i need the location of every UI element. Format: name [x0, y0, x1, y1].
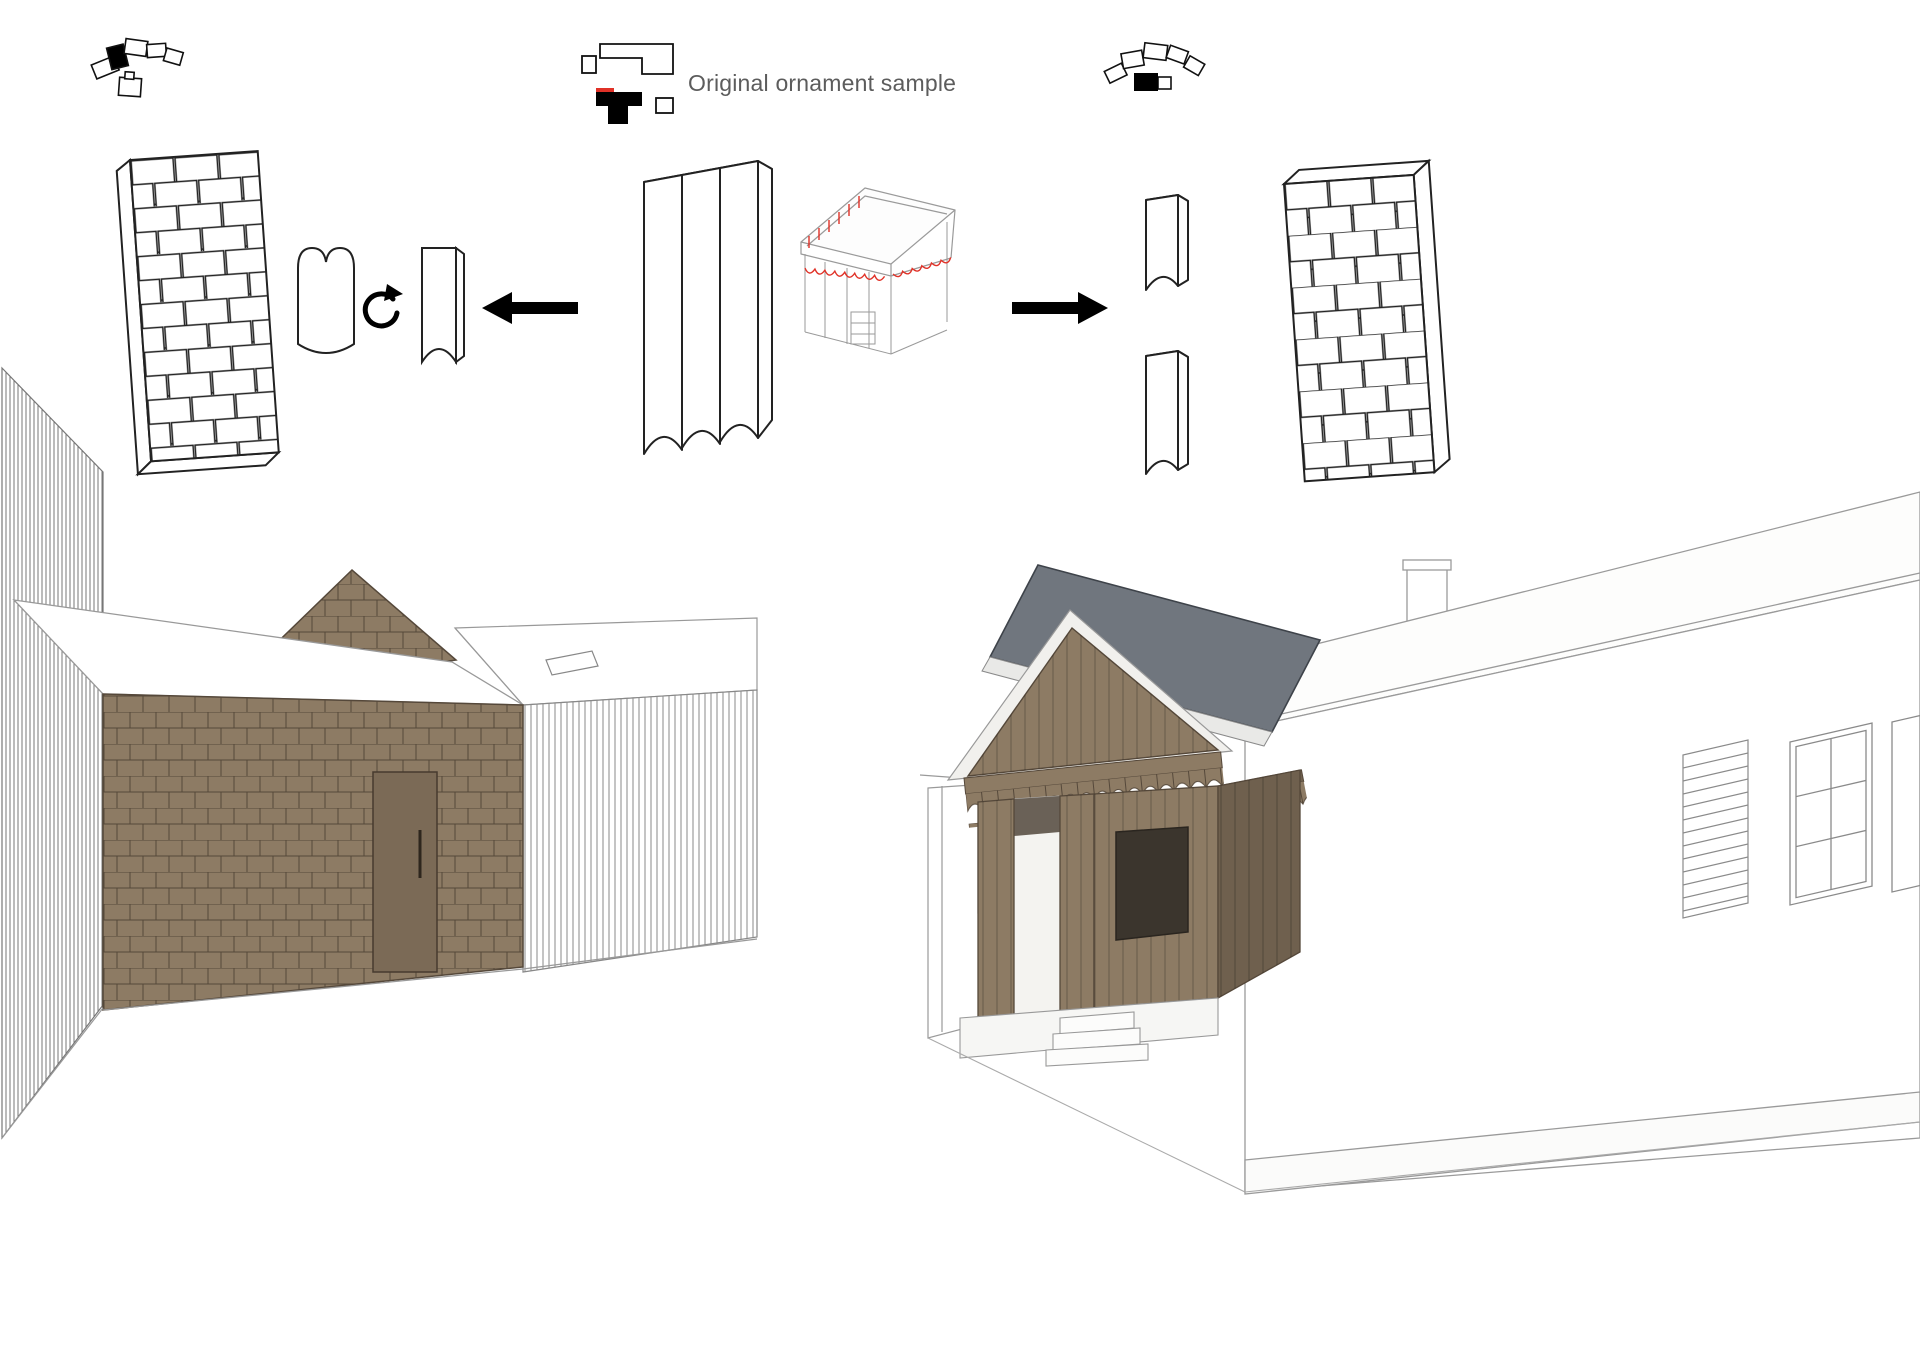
main-house: [1244, 491, 1920, 1195]
pane-window: [1789, 722, 1873, 906]
site-plan-icon-right: [1103, 41, 1206, 91]
porch-window: [1115, 826, 1189, 941]
red-accent-mark: [596, 88, 614, 92]
ornament-plan-shapes: [581, 43, 674, 124]
scallop-facade: [102, 693, 524, 1011]
right-wing: [453, 617, 758, 973]
striped-wall-left: [1, 366, 104, 1140]
original-house-sketch: [800, 187, 956, 355]
arrow-right-icon: [1012, 292, 1108, 324]
ground-line: [1, 938, 758, 1139]
arch-panel-assembled: [1281, 158, 1451, 483]
louver-shutter-window: [1682, 739, 1749, 919]
modern-building-scene: [1, 366, 758, 1140]
red-ornament-highlight: [804, 196, 952, 282]
porch-steps: [1045, 1011, 1149, 1067]
plank-group-center: [643, 160, 773, 455]
black-ornament-footprint: [596, 92, 642, 124]
highlighted-building: [1134, 73, 1158, 91]
arch-plank-single: [421, 246, 465, 366]
rotate-ccw-icon: [362, 284, 403, 329]
scallop-panel-assembled: [115, 150, 282, 477]
porch: [946, 564, 1322, 1067]
entrance-door: [372, 771, 438, 973]
porch-gable: [966, 626, 1220, 777]
traditional-house-scene: [920, 491, 1920, 1195]
site-plan-icon-left: [90, 37, 185, 98]
plank-pair-right: [1145, 194, 1189, 475]
edge-window: [1891, 714, 1920, 893]
porch-side-wall: [1093, 769, 1301, 1009]
ground-line-right: [927, 1037, 1920, 1193]
single-ornament-piece: [297, 246, 355, 354]
original-ornament-label: Original ornament sample: [688, 70, 957, 96]
arrow-left-icon: [482, 292, 578, 324]
skylight: [545, 650, 599, 676]
porch-posts: [977, 793, 1095, 1024]
